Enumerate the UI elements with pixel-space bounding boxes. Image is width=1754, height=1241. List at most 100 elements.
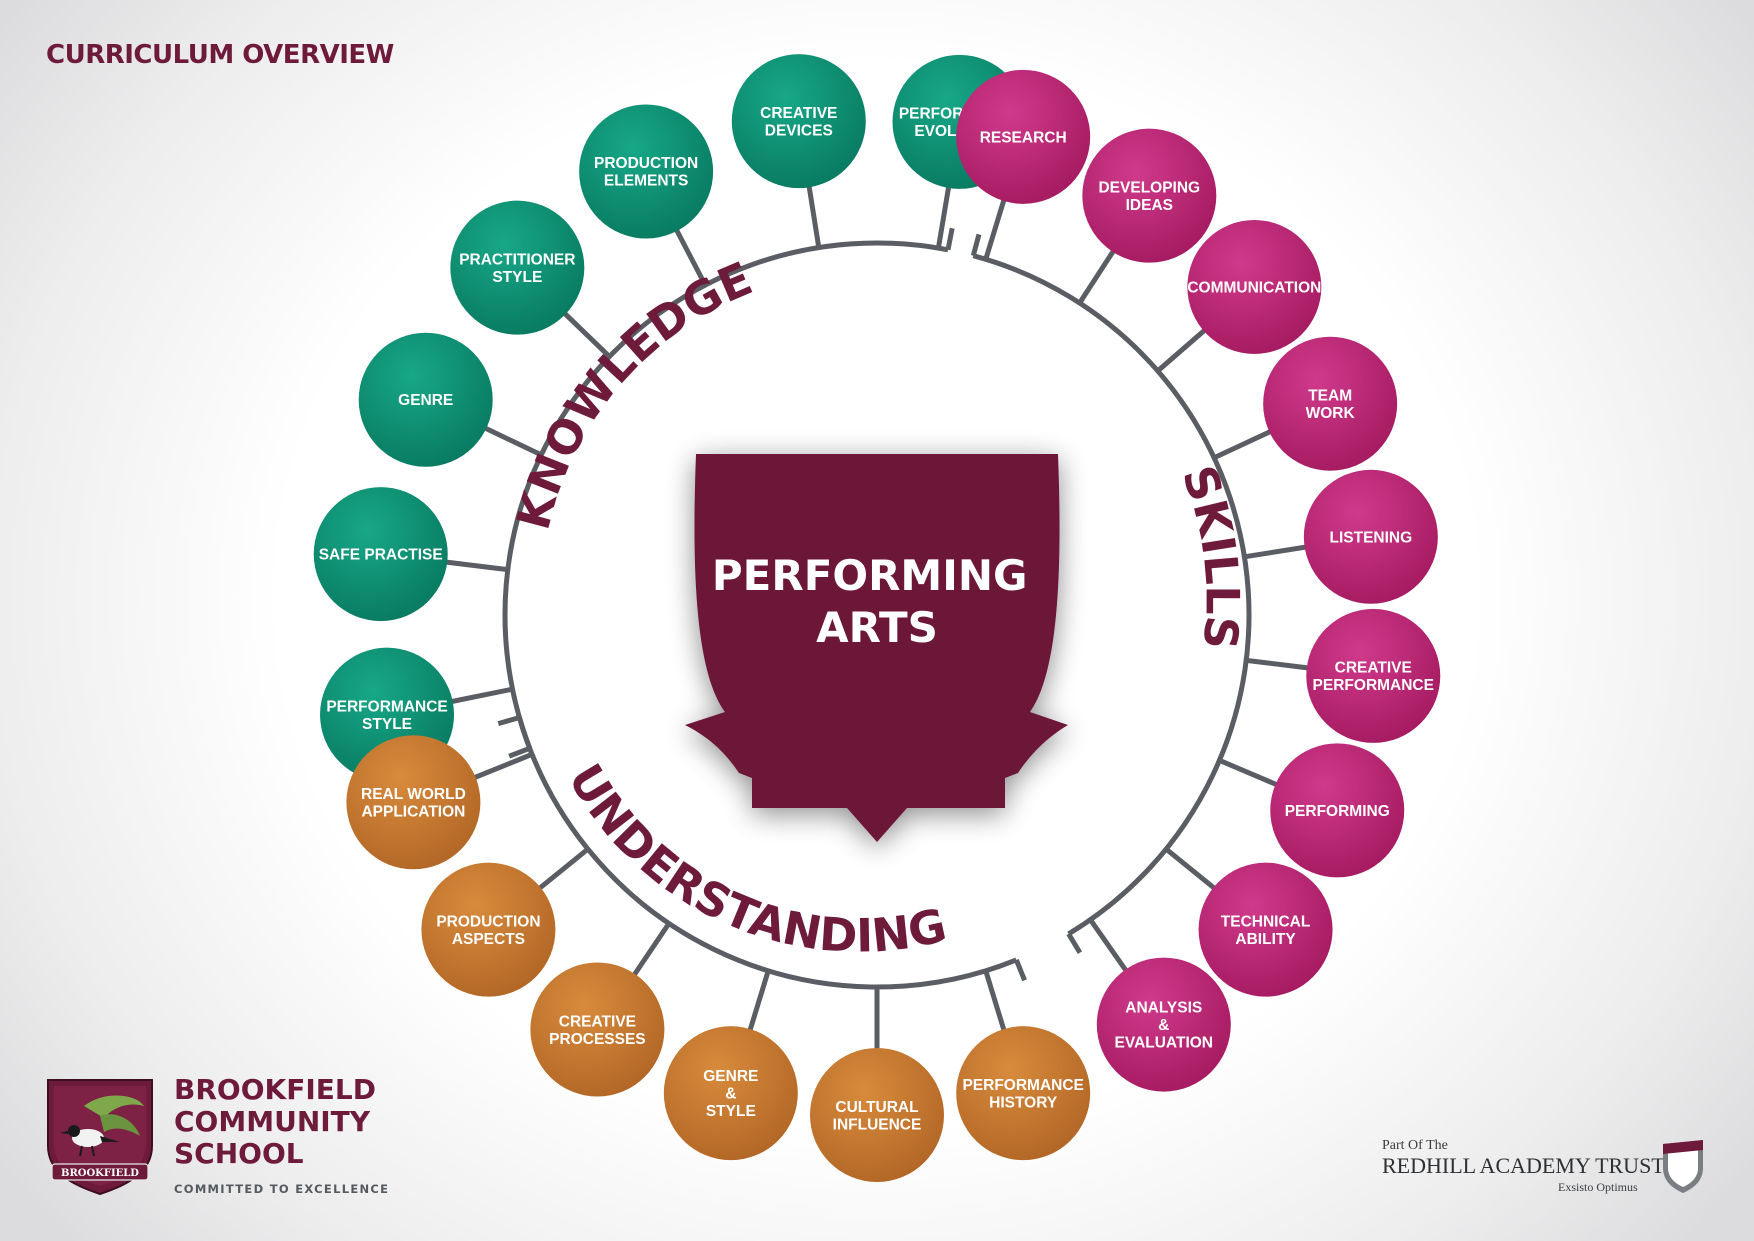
- topic-node-knowledge: SAFE PRACTISE: [313, 487, 448, 622]
- connector-line: [672, 226, 708, 287]
- school-crest-logo: BROOKFIELD: [47, 1079, 153, 1196]
- connector-line: [935, 183, 952, 249]
- ring-arc-knowledge: [502, 240, 949, 750]
- topic-label: LISTENING: [1330, 529, 1413, 546]
- connector-line: [560, 309, 612, 359]
- connector-line: [1244, 544, 1310, 560]
- svg-text:BROOKFIELD: BROOKFIELD: [61, 1168, 139, 1179]
- ring-end-hook: [1014, 958, 1027, 982]
- topic-bubble: [1082, 128, 1217, 263]
- topic-node-knowledge: GENRE: [358, 332, 493, 467]
- connector-line: [481, 424, 543, 458]
- topic-node-skills: LISTENING: [1303, 469, 1438, 604]
- topic-node-skills: ANALYSIS&EVALUATION: [1096, 957, 1231, 1092]
- ring-end-hook: [1066, 932, 1083, 955]
- topic-node-skills: COMMUNICATION: [1187, 219, 1322, 354]
- topic-node-skills: PERFORMING: [1270, 743, 1405, 878]
- ring-end-hook: [508, 745, 531, 759]
- connector-line: [470, 752, 534, 782]
- topic-label: GENRE&STYLE: [703, 1068, 758, 1120]
- topic-bubble: [579, 104, 714, 239]
- diagram-ring: [497, 227, 1252, 990]
- connector-line: [1088, 918, 1130, 975]
- page-title: CURRICULUM OVERVIEW: [46, 40, 394, 70]
- topic-label: RESEARCH: [980, 129, 1067, 146]
- topic-bubble: [956, 1026, 1091, 1161]
- topic-bubble: [421, 862, 556, 997]
- topic-node-understanding: GENRE&STYLE: [663, 1026, 798, 1161]
- topic-bubble: [450, 200, 585, 335]
- topic-label: PERFORMING: [1285, 803, 1390, 820]
- connector-line: [806, 182, 822, 248]
- topic-bubble: [1270, 743, 1405, 878]
- topic-label: SAFE PRACTISE: [319, 547, 443, 564]
- topic-bubble: [358, 332, 493, 467]
- connector-line: [746, 970, 771, 1034]
- center-shield: [685, 454, 1068, 842]
- connector-line: [535, 847, 590, 892]
- topic-bubble: [1198, 862, 1333, 997]
- school-tagline: COMMITTED TO EXCELLENCE: [174, 1182, 390, 1196]
- connector-line: [1245, 657, 1312, 671]
- topic-bubble: [530, 962, 665, 1097]
- trust-shield-logo: [1663, 1140, 1703, 1193]
- connector-line: [1077, 247, 1118, 305]
- topic-bubble: [1263, 336, 1398, 471]
- connector-line: [983, 196, 1008, 260]
- topic-label: GENRE: [398, 392, 453, 409]
- group-label-skills: SKILLS: [1172, 459, 1250, 652]
- center-title: PERFORMING ARTS: [712, 551, 1042, 652]
- topic-bubble: [1303, 469, 1438, 604]
- topic-bubble: [1096, 957, 1231, 1092]
- ring-end-hook: [970, 233, 982, 257]
- trust-part-of: Part Of The: [1382, 1138, 1448, 1153]
- connector-line: [1213, 428, 1275, 461]
- school-name: BROOKFIELD COMMUNITY SCHOOL: [174, 1073, 376, 1170]
- ring-arc-skills: [972, 253, 1252, 937]
- topic-bubble: [1306, 608, 1441, 743]
- topic-bubble: [313, 487, 448, 622]
- topic-label: ANALYSIS&EVALUATION: [1115, 1000, 1213, 1052]
- topic-label: COMMUNICATION: [1187, 279, 1321, 296]
- connector-line: [983, 970, 1008, 1034]
- ring-arc-understanding: [517, 716, 1018, 990]
- trust-motto: Exsisto Optimus: [1558, 1180, 1638, 1194]
- topic-bubble: [1187, 219, 1322, 354]
- topic-bubble: [663, 1026, 798, 1161]
- topic-bubble: [956, 69, 1091, 204]
- ring-end-hook: [497, 715, 521, 727]
- connector-line: [1164, 847, 1219, 892]
- topic-bubble: [810, 1048, 944, 1182]
- connector-line: [448, 686, 513, 705]
- topic-bubble: [346, 735, 481, 870]
- connector-line: [1156, 326, 1209, 373]
- connector-line: [1218, 758, 1281, 789]
- connector-lines: [442, 182, 1312, 1052]
- topic-bubble: [731, 54, 866, 189]
- connector-line: [630, 922, 672, 979]
- ring-end-hook: [945, 227, 955, 251]
